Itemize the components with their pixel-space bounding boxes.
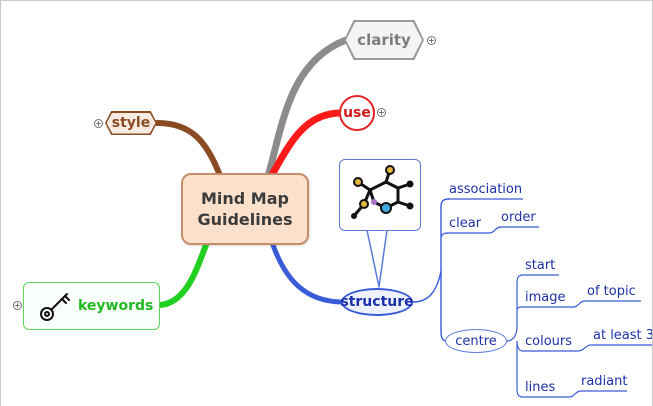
radiant-subtopic[interactable]: radiant xyxy=(581,374,628,389)
structure-branch-line xyxy=(270,242,344,305)
at-least-3-subtopic[interactable]: at least 3 xyxy=(593,328,653,343)
radiant-connector xyxy=(568,390,582,398)
lines-subtopic[interactable]: lines xyxy=(525,380,556,395)
clear-subtopic[interactable]: clear xyxy=(449,216,482,231)
lines-connector xyxy=(516,341,524,398)
central-topic[interactable]: Mind Map Guidelines xyxy=(181,173,309,245)
use-branch-line xyxy=(269,109,345,177)
molecule-image xyxy=(351,165,414,219)
clear-connector xyxy=(440,232,450,238)
image-connector xyxy=(516,306,524,312)
association-subtopic[interactable]: association xyxy=(449,182,523,197)
centre-connector xyxy=(440,271,448,342)
start-subtopic[interactable]: start xyxy=(525,258,556,273)
structure-image-callout[interactable] xyxy=(339,159,421,231)
image-callout-pointer xyxy=(366,229,388,288)
keywords-branch-line xyxy=(157,242,209,308)
of-topic-connector xyxy=(572,300,586,308)
colours-connector xyxy=(516,340,524,352)
style-label: style xyxy=(106,112,156,134)
image-subtopic[interactable]: image xyxy=(525,290,566,305)
keywords-topic[interactable]: keywords xyxy=(23,282,160,330)
style-branch-line xyxy=(154,120,222,176)
key-icon xyxy=(40,293,70,321)
clarity-expand-toggle-icon[interactable]: + xyxy=(427,36,436,45)
centre-subtopic[interactable]: centre xyxy=(445,329,507,353)
of-topic-subtopic[interactable]: of topic xyxy=(587,284,636,299)
style-topic[interactable]: style xyxy=(105,111,157,135)
clarity-branch-line xyxy=(265,36,350,177)
clarity-label: clarity xyxy=(346,22,422,58)
keywords-expand-toggle-icon[interactable]: + xyxy=(13,301,22,310)
at-least-3-connector xyxy=(576,344,592,352)
style-expand-toggle-icon[interactable]: + xyxy=(94,119,103,128)
structure-topic[interactable]: structure xyxy=(340,288,414,316)
keywords-label: keywords xyxy=(78,298,154,314)
order-connector xyxy=(488,226,502,234)
clarity-topic[interactable]: clarity xyxy=(344,20,424,60)
structure-trunk-line xyxy=(412,198,450,303)
use-expand-toggle-icon[interactable]: + xyxy=(377,108,386,117)
centre-trunk-line xyxy=(506,274,524,342)
order-subtopic[interactable]: order xyxy=(501,210,536,225)
colours-subtopic[interactable]: colours xyxy=(525,334,573,349)
use-topic[interactable]: use xyxy=(339,95,375,131)
